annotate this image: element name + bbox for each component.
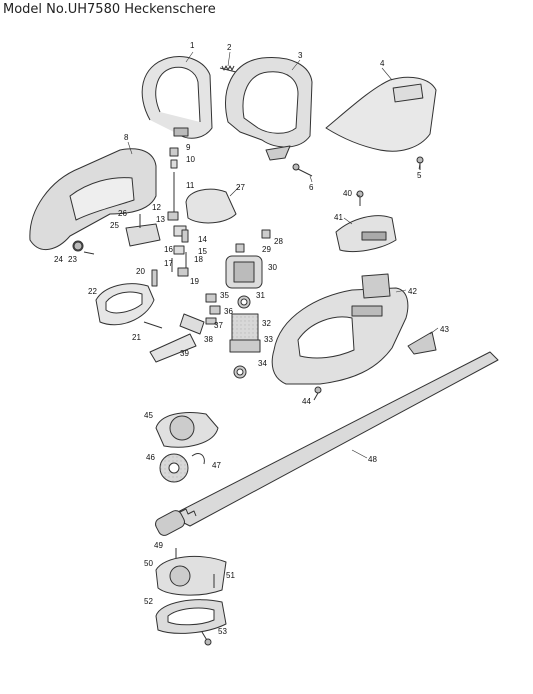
part-10-spring (170, 159, 178, 169)
part-34-bearing (233, 365, 247, 379)
part-38-cord-guard (179, 313, 205, 335)
label-34: 34 (258, 359, 267, 368)
part-50-gear-plate (155, 556, 227, 596)
label-26: 26 (118, 209, 127, 218)
part-39-cord (149, 333, 197, 363)
part-25-lever (125, 223, 161, 247)
part-2-spring (219, 65, 237, 73)
label-5: 5 (417, 171, 422, 180)
part-5-screw (416, 156, 424, 170)
label-48: 48 (368, 455, 377, 464)
label-27: 27 (236, 183, 245, 192)
part-48-blade (155, 351, 499, 536)
label-24: 24 (54, 255, 63, 264)
label-4: 4 (380, 59, 385, 68)
label-30: 30 (268, 263, 277, 272)
part-30-field (225, 255, 263, 289)
part-33-fan (229, 339, 261, 353)
label-35: 35 (220, 291, 229, 300)
part-22-cover (95, 283, 155, 326)
part-40-screw (356, 190, 364, 206)
label-49: 49 (154, 541, 163, 550)
part-31-bearing (237, 295, 251, 309)
part-46-gear (159, 453, 189, 483)
part-53-screw (201, 631, 212, 646)
part-37-clip (205, 317, 217, 325)
label-15: 15 (198, 247, 207, 256)
label-21: 21 (132, 333, 141, 342)
part-21-pin (143, 321, 163, 329)
label-9: 9 (186, 143, 191, 152)
label-8: 8 (124, 133, 129, 142)
label-46: 46 (146, 453, 155, 462)
part-27-switch-housing (185, 188, 237, 224)
part-28-terminal (261, 229, 271, 239)
label-47: 47 (212, 461, 221, 470)
part-1-front-handle (141, 56, 213, 139)
label-10: 10 (186, 155, 195, 164)
label-2: 2 (227, 43, 232, 52)
parts-12-20-switch-components (151, 211, 189, 287)
label-45: 45 (144, 411, 153, 420)
label-20: 20 (136, 267, 145, 276)
label-43: 43 (440, 325, 449, 334)
part-23-screw (83, 251, 95, 255)
label-14: 14 (198, 235, 207, 244)
label-19: 19 (190, 277, 199, 286)
part-36-brush-holder (209, 305, 221, 315)
part-3-rear-handle (225, 57, 313, 161)
part-35-brush (205, 293, 217, 303)
part-9-nut (169, 147, 179, 157)
label-17: 17 (164, 259, 173, 268)
label-13: 13 (156, 215, 165, 224)
part-number-labels: 1 2 3 4 5 6 8 9 10 11 12 13 14 15 16 17 … (54, 41, 449, 636)
page-title: Model No.UH7580 Heckenschere (3, 2, 216, 17)
part-29-terminal (235, 243, 245, 253)
part-41-switch-plate (335, 215, 397, 253)
label-23: 23 (68, 255, 77, 264)
label-42: 42 (408, 287, 417, 296)
label-32: 32 (262, 319, 271, 328)
part-43-blade-cover (407, 331, 437, 355)
label-12: 12 (152, 203, 161, 212)
part-44-screw (313, 386, 322, 401)
label-37: 37 (214, 321, 223, 330)
label-29: 29 (262, 245, 271, 254)
label-51: 51 (226, 571, 235, 580)
part-6-screw (292, 163, 313, 177)
label-40: 40 (343, 189, 352, 198)
label-1: 1 (190, 41, 195, 50)
label-38: 38 (204, 335, 213, 344)
part-52-base-cover (155, 599, 227, 634)
part-47-washer (191, 453, 205, 465)
part-42-main-housing (271, 273, 409, 385)
label-28: 28 (274, 237, 283, 246)
part-4-hand-guard (325, 76, 437, 152)
label-16: 16 (164, 245, 173, 254)
label-31: 31 (256, 291, 265, 300)
label-25: 25 (110, 221, 119, 230)
label-33: 33 (264, 335, 273, 344)
part-24-cap (73, 241, 83, 251)
label-22: 22 (88, 287, 97, 296)
part-45-gear-housing (155, 412, 219, 448)
label-52: 52 (144, 597, 153, 606)
label-44: 44 (302, 397, 311, 406)
label-39: 39 (180, 349, 189, 358)
label-41: 41 (334, 213, 343, 222)
label-36: 36 (224, 307, 233, 316)
label-50: 50 (144, 559, 153, 568)
label-6: 6 (309, 183, 314, 192)
label-3: 3 (298, 51, 303, 60)
label-53: 53 (218, 627, 227, 636)
label-18: 18 (194, 255, 203, 264)
label-11: 11 (186, 181, 195, 190)
leader-lines (127, 51, 439, 459)
